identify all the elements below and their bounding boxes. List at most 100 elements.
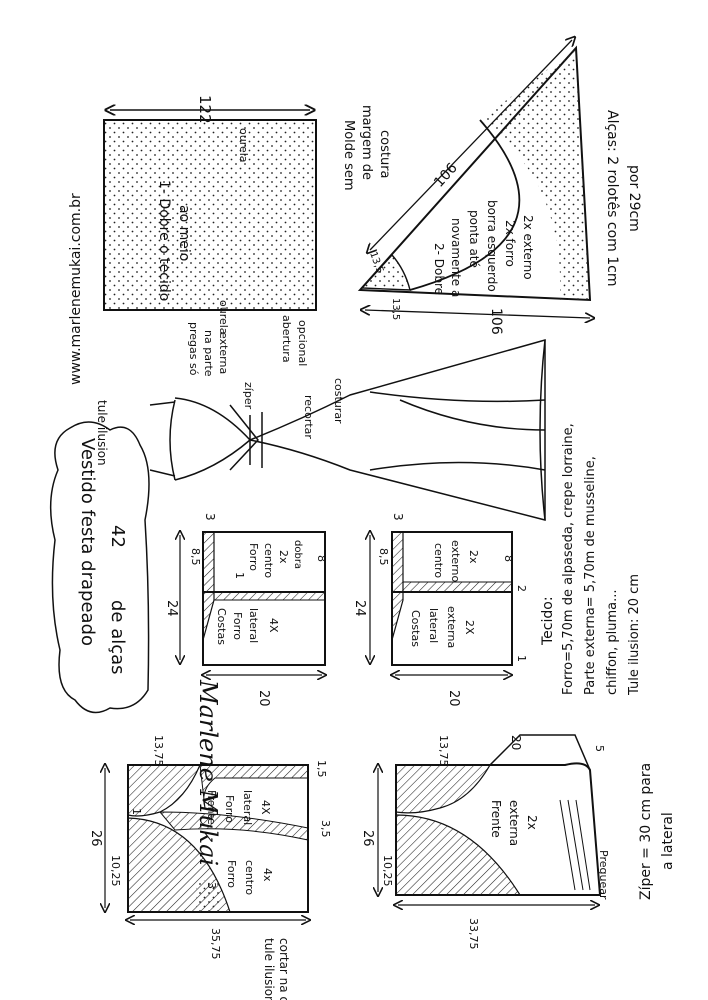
front-lining-3: 3: [205, 882, 218, 889]
front-lining-a-l3: lateral: [241, 790, 254, 825]
dress-recortar-label: recortar: [302, 395, 315, 439]
triangle-small-a: 13,5: [367, 250, 385, 275]
dress-abertura-line1: abertura: [280, 315, 293, 363]
triangle-note-line3: costura: [377, 130, 392, 179]
folded-square-diagram: 122 ourela ourela 1- Dobre o tecido ao m…: [103, 95, 317, 335]
step1-line1: 1- Dobre o tecido: [156, 180, 172, 301]
step1-line2: ao meio: [176, 205, 192, 261]
dress-costurar-label: costurar: [332, 378, 345, 424]
front-lining-a-l1: Frente: [205, 790, 218, 825]
back-outer-top-l2: externo: [449, 540, 462, 582]
selvage-top-label: ourela: [237, 128, 250, 163]
back-outer-85: 8,5: [377, 548, 390, 566]
back-outer-bot-l2: lateral: [427, 608, 440, 643]
front-outer-5: 5: [593, 745, 606, 752]
fabric-line2: Parte externa= 5,70m de musseline,: [583, 456, 598, 695]
back-lining-pattern: 24 8,5 3 8 1 20 Forro centro 2x dobra Co…: [164, 513, 328, 707]
back-outer-pattern: 24 8,5 3 8 2 1 20 centro externo 2x Cost…: [352, 513, 528, 707]
title-size: 42: [107, 525, 128, 548]
back-outer-bot-l1: Costas: [409, 610, 422, 647]
front-lining-1375: 13,75: [152, 735, 165, 767]
zipper-line2: a lateral: [660, 812, 676, 870]
step2-line2: novamente a: [449, 218, 463, 297]
back-lining-8: 8: [315, 555, 328, 562]
step2-line1: 2- Dobre: [432, 243, 446, 295]
front-lining-b-l1: Forro: [225, 860, 238, 888]
back-outer-1: 1: [515, 655, 528, 662]
back-lining-top-l3: 2x: [277, 550, 290, 564]
step2-line5: 2x forro: [503, 220, 517, 267]
title-cloud: Vestido festa drapeado de alças 42: [49, 421, 150, 714]
front-outer-1025: 10,25: [381, 855, 394, 887]
dress-tule-label: tule ilusion: [95, 400, 109, 466]
back-outer-bot-l3: externa: [445, 606, 458, 648]
triangle-small-b: 13,5: [390, 298, 401, 320]
back-outer-2: 2: [515, 585, 528, 592]
dress-pregas-line1: pregas só: [187, 322, 200, 376]
front-outer-20: 20: [509, 735, 523, 750]
back-lining-24: 24: [164, 600, 179, 617]
front-outer-l3: 2x: [525, 815, 539, 830]
triangle-note-line2: margem de: [359, 105, 374, 180]
back-lining-1: 1: [233, 572, 246, 579]
website-url: www.marlenemukai.com.br: [68, 193, 84, 385]
back-lining-3: 3: [203, 513, 217, 521]
front-lining-b-l2: centro: [243, 860, 256, 895]
selvage-bottom-label: ourela: [217, 300, 230, 335]
step2-line4: borra esquerdo: [485, 200, 499, 292]
front-outer-3375: 33,75: [467, 918, 480, 950]
front-lining-26: 26: [88, 830, 103, 847]
back-lining-bot-l4: 4X: [267, 618, 280, 633]
back-lining-bot-l2: Forro: [231, 612, 244, 640]
front-outer-l2: externa: [507, 800, 521, 846]
front-lining-pattern: 26 10,25 13,75 1,5 3,5 35,75 1 3 Frente …: [88, 735, 332, 1000]
dress-pregas-line2: na parte: [202, 330, 215, 377]
front-lining-15: 1,5: [315, 760, 328, 778]
step2-line6: 2x externo: [521, 215, 535, 280]
dress-pregas-line3: externa: [217, 332, 230, 374]
front-lining-3575: 35,75: [209, 928, 222, 960]
back-outer-20: 20: [446, 690, 461, 707]
front-outer-l1: Frente: [489, 800, 503, 838]
front-outer-pattern: 26 10,25 13,75 20 5 33,75 Frente externa…: [360, 734, 610, 950]
back-outer-bot-l4: 2X: [463, 620, 476, 635]
front-outer-1375: 13,75: [437, 735, 450, 767]
back-outer-top-l3: 2x: [467, 550, 480, 564]
square-width-label: 122: [196, 95, 214, 124]
front-outer-pregas: Preguear: [597, 850, 610, 900]
front-lining-1: 1: [130, 808, 143, 815]
front-lining-tule-l2: cortar na dobra 1x: [277, 938, 291, 1000]
front-outer-26: 26: [360, 830, 375, 847]
step2-line3: ponta até: [467, 210, 481, 268]
title-line1: Vestido festa drapeado: [77, 438, 98, 646]
back-lining-20: 20: [256, 690, 271, 707]
front-lining-b-l3: 4x: [261, 868, 274, 882]
dress-sketch: [149, 339, 546, 521]
back-outer-8: 8: [502, 555, 515, 562]
front-lining-a-l4: 4X: [259, 800, 272, 815]
back-lining-top-l2: centro: [262, 543, 275, 578]
back-lining-bot-l1: Costas: [215, 608, 228, 645]
fabric-line3: chiffon, pluma...: [605, 589, 620, 695]
title-line2: de alças: [107, 600, 128, 675]
triangle-diagram: 106 106 13,5 13,5 Molde sem margem de co…: [341, 40, 590, 335]
fabric-line1: Forro=5,70m de alpaseda, crepe lorraine,: [561, 423, 576, 695]
dress-ziper-label: zíper: [242, 382, 255, 410]
back-lining-top-l1: Forro: [247, 543, 260, 571]
front-lining-a-l2: Forro: [223, 795, 236, 823]
back-outer-3: 3: [391, 513, 405, 521]
front-lining-tule-l1: tule ilusion: [262, 938, 276, 1000]
fabric-title: Tecido:: [540, 596, 556, 646]
dress-abertura-line2: opcional: [296, 320, 309, 366]
zipper-line1: Zíper = 30 cm para: [638, 763, 654, 900]
front-lining-1025: 10,25: [109, 855, 122, 887]
front-lining-35: 3,5: [319, 820, 332, 838]
back-lining-85: 8,5: [189, 548, 202, 566]
fabric-line4: Tule ilusion: 20 cm: [627, 574, 642, 696]
triangle-leg-label: 106: [488, 308, 504, 335]
back-lining-bot-l3: lateral: [247, 608, 260, 643]
back-outer-24: 24: [352, 600, 367, 617]
straps-line2: por 29cm: [626, 165, 642, 232]
back-lining-top-l4: dobra: [292, 540, 303, 569]
